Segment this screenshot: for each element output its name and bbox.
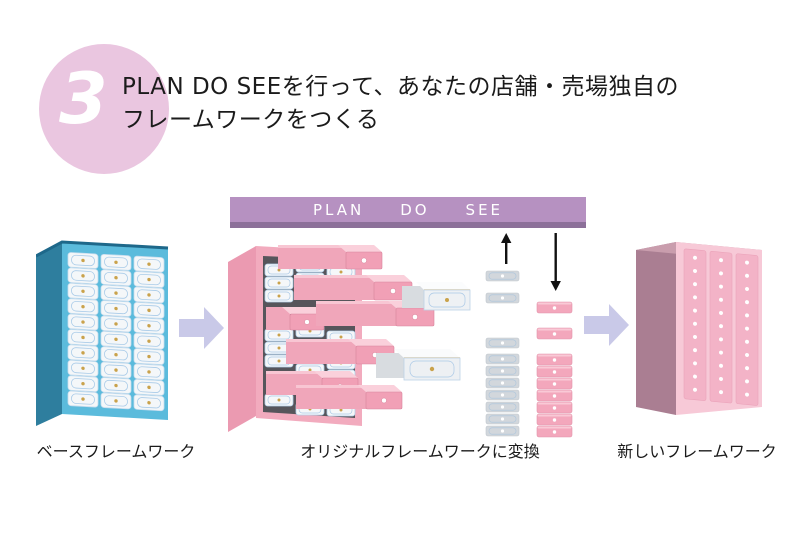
right-arrow-icon: [179, 307, 224, 349]
caption-new-framework: 新しいフレームワーク: [617, 442, 777, 461]
page-title-line1: PLAN DO SEEを行って、あなたの店舗・売場独自の: [122, 74, 679, 100]
gray-drawer-stack: [485, 270, 520, 437]
drawer-exchange-flow: [485, 233, 573, 438]
down-arrow-icon: [550, 233, 561, 291]
page-title: PLAN DO SEEを行って、あなたの店舗・売場独自の フレームワークをつくる: [122, 71, 679, 137]
banner-word-plan: PLAN: [312, 200, 365, 219]
page-title-line2: フレームワークをつくる: [122, 107, 380, 133]
new-cabinet-drawer-panels: [683, 248, 759, 406]
base-cabinet-drawers: [67, 251, 165, 412]
caption-original-framework: オリジナルフレームワークに変換: [300, 442, 540, 461]
floating-white-drawers: [376, 282, 471, 381]
right-arrow-icon: [584, 304, 629, 346]
banner-word-see: SEE: [465, 200, 504, 219]
step-number: 3: [59, 58, 108, 140]
banner-word-do: DO: [400, 200, 430, 219]
original-framework-exploded-illustration: [228, 245, 471, 432]
base-framework-cabinet-illustration: [36, 240, 169, 426]
pink-drawer-stack: [536, 301, 573, 438]
step-badge: 3: [39, 44, 169, 174]
up-arrow-icon: [501, 233, 512, 264]
new-framework-cabinet-illustration: [636, 242, 762, 415]
plan-do-see-banner: PLAN DO SEE: [230, 197, 586, 228]
caption-base-framework: ベースフレームワーク: [36, 442, 196, 461]
exploded-pink-drawers: [266, 245, 435, 410]
